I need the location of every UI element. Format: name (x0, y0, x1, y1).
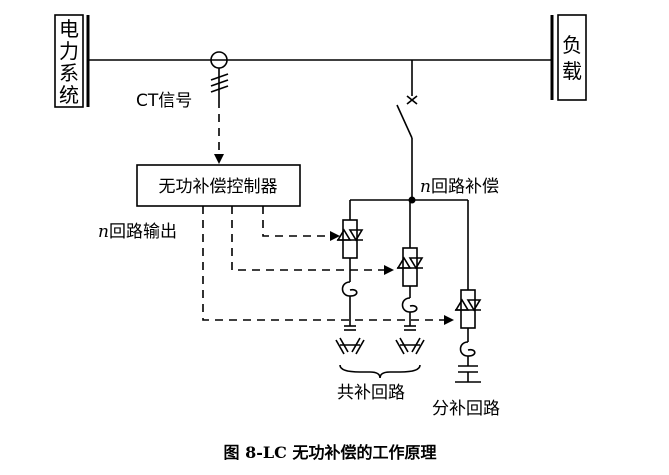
load-char-2: 载 (562, 59, 582, 83)
thyristor-3-arrow-a (454, 298, 470, 311)
control-arrow-2 (384, 265, 394, 275)
ct-signal-label: CT信号 (136, 91, 192, 111)
common-compensation-label: 共补回路 (337, 383, 405, 403)
control-line-1 (262, 206, 330, 237)
cap-2-right-a (415, 339, 425, 355)
controller-label: 无功补偿控制器 (159, 177, 278, 197)
cap-1-right-a (355, 339, 365, 355)
ct-tick-1 (210, 73, 229, 81)
capacitor-bank-1 (335, 325, 365, 355)
branch-compensation-symbol: n (420, 177, 431, 197)
thyristor-3-arrow-b (466, 299, 482, 312)
thyristor-switch-1 (336, 219, 364, 259)
thyristor-switch-2 (396, 247, 424, 287)
n-output-text: 回路输出 (109, 222, 177, 242)
reactor-2 (401, 297, 418, 313)
thyristor-1-arrow-a (336, 228, 352, 241)
controller-box (136, 164, 301, 207)
ct-signal-arrowhead (214, 154, 224, 164)
split-compensation-label: 分补回路 (432, 399, 500, 419)
figure-caption: 图 8-LC 无功补偿的工作原理 (224, 443, 437, 462)
capacitor-bank-2 (395, 325, 425, 355)
power-system-char-1: 电 (59, 17, 79, 41)
load-box (557, 14, 587, 101)
power-system-char-3: 系 (59, 61, 79, 85)
switch-x-2 (406, 95, 418, 105)
ct-sensor: CT信号 (136, 51, 229, 111)
power-system-box (54, 14, 84, 108)
cap-2-left-a (395, 339, 405, 355)
branch-compensation-label: n回路补偿 (420, 177, 499, 197)
common-group-brace (339, 364, 421, 379)
thyristor-switch-3 (454, 289, 482, 329)
control-arrow-1 (330, 231, 340, 241)
cap-1-left-a (335, 339, 345, 355)
power-system-char-2: 力 (59, 39, 79, 63)
control-line-2 (231, 206, 384, 271)
control-arrow-3 (444, 315, 454, 325)
power-system-block: 电 力 系 统 (54, 14, 90, 108)
branch-compensation-text: 回路补偿 (431, 177, 499, 197)
n-output-symbol: n (98, 222, 109, 242)
load-block: 负 载 (550, 14, 587, 101)
ct-tick-2 (210, 79, 229, 87)
thyristor-1-arrow-b (348, 229, 364, 242)
ct-tick-3 (210, 85, 229, 93)
control-line-3 (202, 206, 444, 321)
reactor-3 (459, 341, 476, 357)
reactor-1 (341, 281, 358, 297)
load-char-1: 负 (562, 33, 582, 57)
thyristor-2-arrow-a (396, 256, 412, 269)
power-system-char-4: 统 (59, 83, 79, 107)
thyristor-2-arrow-b (408, 257, 424, 270)
n-output-label: n回路输出 (98, 222, 177, 242)
switch-blade (396, 104, 413, 139)
